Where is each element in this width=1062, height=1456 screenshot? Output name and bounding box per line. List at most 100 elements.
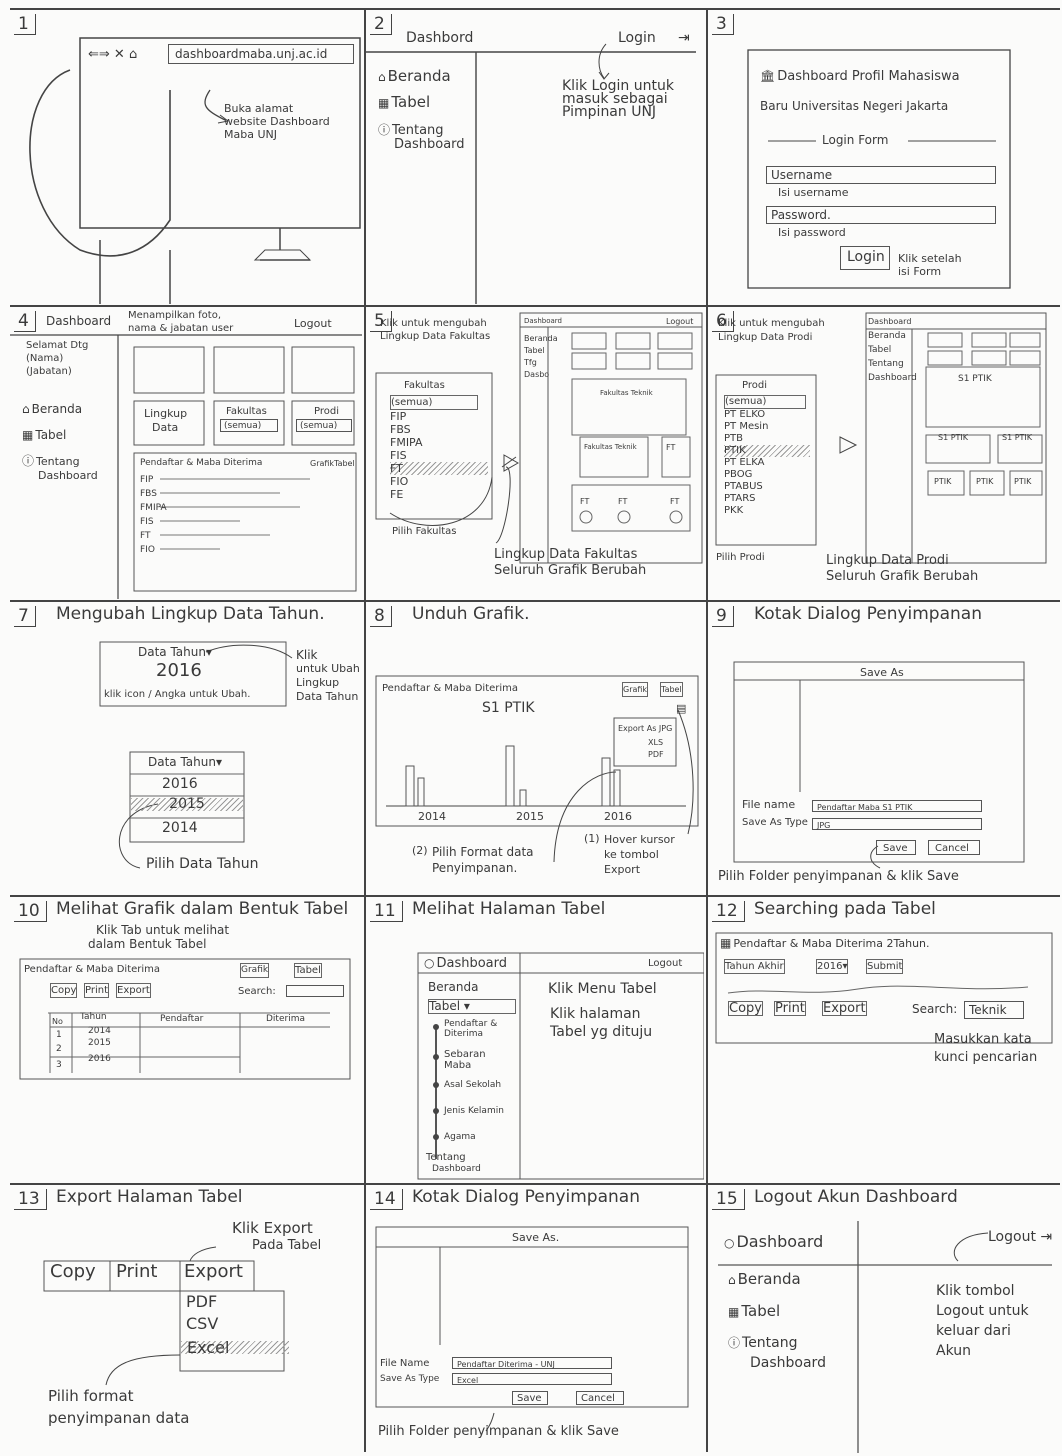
- table-cell: 2: [56, 1043, 62, 1056]
- note-line: Klik untuk mengubah: [718, 317, 825, 331]
- submenu-item[interactable]: Jenis Kelamin: [444, 1105, 504, 1118]
- export-option-selected[interactable]: Excel: [181, 1341, 289, 1354]
- login-button[interactable]: Login: [840, 246, 890, 270]
- option[interactable]: PTARS: [724, 493, 810, 505]
- option[interactable]: FMIPA: [390, 436, 488, 449]
- filename-input[interactable]: Pendaftar Diterima - UNJ: [452, 1357, 612, 1369]
- tab-tabel[interactable]: Tabel: [334, 457, 355, 470]
- login-button[interactable]: Login: [618, 32, 656, 45]
- year-option[interactable]: 2014: [162, 822, 198, 835]
- export-jpg[interactable]: Export As JPG: [618, 722, 672, 735]
- tab-grafik[interactable]: Grafik: [310, 457, 334, 470]
- cancel-button[interactable]: Cancel: [576, 1391, 624, 1405]
- sidebar-item-beranda[interactable]: ⌂Beranda: [22, 403, 82, 416]
- year-value[interactable]: 2016: [156, 664, 202, 677]
- option[interactable]: PTABUS: [724, 481, 810, 493]
- option[interactable]: (semua): [724, 395, 806, 409]
- option[interactable]: PT Mesin: [724, 421, 810, 433]
- export-button[interactable]: Export: [116, 983, 151, 998]
- option[interactable]: PBOG: [724, 469, 810, 481]
- logout-button[interactable]: Logout ⇥: [988, 1231, 1052, 1244]
- logout-button[interactable]: Logout: [648, 957, 682, 970]
- option[interactable]: (semua): [390, 395, 478, 410]
- panel-5: 5 Klik untuk mengubah Lingkup Dat: [366, 307, 704, 599]
- save-button[interactable]: Save: [512, 1391, 548, 1405]
- option[interactable]: FIO: [390, 475, 488, 488]
- year-end-select[interactable]: 2016▾: [816, 959, 848, 974]
- print-button[interactable]: Print: [774, 1001, 806, 1016]
- save-button[interactable]: Save: [876, 840, 916, 855]
- option-selected[interactable]: PTIK: [724, 445, 810, 457]
- row-label: FT: [140, 529, 167, 543]
- export-pdf[interactable]: PDF: [648, 748, 664, 761]
- option[interactable]: FIP: [390, 410, 488, 423]
- option[interactable]: FE: [390, 488, 488, 501]
- cancel-button[interactable]: Cancel: [928, 840, 980, 855]
- export-option[interactable]: CSV: [186, 1317, 218, 1330]
- submenu-item[interactable]: Asal Sekolah: [444, 1079, 501, 1092]
- option[interactable]: PKK: [724, 505, 810, 517]
- brand[interactable]: Dashbord: [406, 32, 473, 45]
- search-input[interactable]: Teknik: [964, 1001, 1024, 1019]
- submenu-item[interactable]: Pendaftar & Diterima: [444, 1019, 506, 1039]
- sidebar-item-tabel[interactable]: Tabel ▾: [428, 999, 516, 1014]
- sidebar-item-beranda[interactable]: Beranda: [428, 981, 478, 994]
- copy-button[interactable]: Copy: [50, 1265, 96, 1278]
- faculty-dropdown[interactable]: (semua) FIP FBS FMIPA FIS FT FIO FE: [390, 395, 488, 501]
- faculty-select[interactable]: (semua): [220, 419, 278, 432]
- prodi-dropdown[interactable]: (semua) PT ELKO PT Mesin PTB PTIK PT ELK…: [724, 395, 810, 517]
- label: Cancel: [581, 1392, 615, 1405]
- table-icon: ▦: [378, 97, 389, 110]
- year-option-selected[interactable]: 2015: [131, 798, 243, 811]
- copy-button[interactable]: Copy: [50, 983, 77, 998]
- menu-item: Dasbo: [524, 369, 558, 381]
- tab-grafik[interactable]: Grafik: [240, 963, 269, 978]
- option[interactable]: PT ELKO: [724, 409, 810, 421]
- sidebar-item-beranda[interactable]: ⌂Beranda: [728, 1273, 801, 1287]
- option[interactable]: PT ELKA: [724, 457, 810, 469]
- option[interactable]: FBS: [390, 423, 488, 436]
- tab-tabel[interactable]: Tabel: [294, 963, 322, 978]
- note-line: Lingkup: [296, 676, 360, 690]
- sidebar-item-beranda[interactable]: ⌂Beranda: [378, 70, 451, 84]
- print-button[interactable]: Print: [116, 1265, 157, 1278]
- sidebar-item-tabel[interactable]: ▦Tabel: [728, 1305, 780, 1319]
- browser-nav-icons[interactable]: ⇐⇒ ✕ ⌂: [88, 48, 137, 61]
- brand[interactable]: ○Dashboard: [424, 957, 507, 970]
- mini-logout[interactable]: Logout: [666, 315, 693, 328]
- username-input[interactable]: Username: [766, 166, 996, 184]
- address-bar[interactable]: dashboardmaba.unj.ac.id: [168, 44, 354, 64]
- submit-button[interactable]: Submit: [866, 959, 903, 974]
- sidebar-item-tabel[interactable]: ▦Tabel: [22, 429, 66, 442]
- filename-input[interactable]: Pendaftar Maba S1 PTIK: [812, 800, 982, 812]
- filetype-select[interactable]: JPG: [812, 818, 982, 830]
- prodi-select[interactable]: (semua): [296, 419, 352, 432]
- export-button[interactable]: Export: [184, 1265, 243, 1278]
- year-option[interactable]: 2016: [162, 778, 198, 791]
- brand[interactable]: Dashboard: [46, 315, 111, 328]
- search-input[interactable]: [286, 985, 344, 997]
- export-icon[interactable]: ▤: [676, 702, 686, 715]
- option-selected[interactable]: FT: [390, 462, 488, 475]
- submenu-item[interactable]: Agama: [444, 1131, 476, 1144]
- sketch-bar: [406, 766, 414, 806]
- brand[interactable]: ○Dashboard: [724, 1235, 823, 1250]
- copy-button[interactable]: Copy: [728, 1001, 763, 1016]
- print-button[interactable]: Print: [84, 983, 109, 998]
- submenu-item[interactable]: Sebaran Maba: [444, 1049, 504, 1071]
- menu-item: Tabel: [868, 343, 917, 357]
- tab-tabel[interactable]: Tabel: [660, 682, 683, 697]
- option[interactable]: PTB: [724, 433, 810, 445]
- filetype-select[interactable]: Excel: [452, 1373, 612, 1385]
- logout-button[interactable]: Logout: [294, 317, 332, 330]
- sidebar-item-tabel[interactable]: ▦Tabel: [378, 96, 430, 110]
- export-button[interactable]: Export: [822, 1001, 867, 1016]
- option[interactable]: FIS: [390, 449, 488, 462]
- password-input[interactable]: Password.: [766, 206, 996, 224]
- placeholder: Password.: [771, 209, 831, 222]
- tab-grafik[interactable]: Grafik: [622, 682, 648, 697]
- export-option[interactable]: PDF: [186, 1295, 217, 1308]
